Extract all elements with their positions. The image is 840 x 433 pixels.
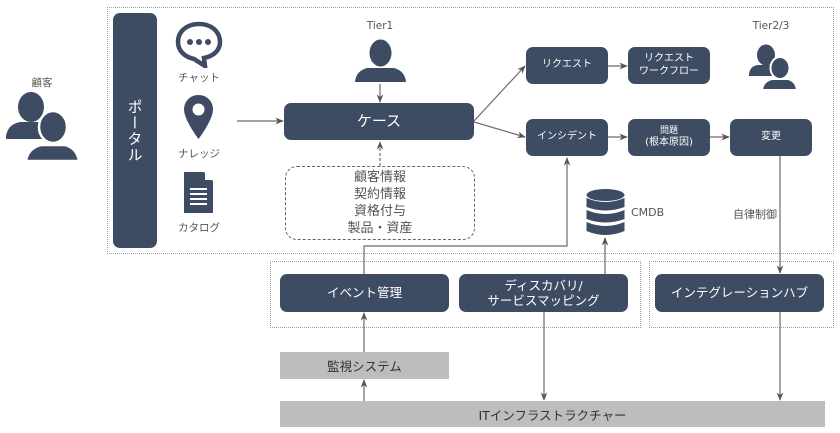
chat-bubble-icon[interactable] — [175, 21, 223, 68]
event-management-node[interactable]: イベント管理 — [280, 274, 449, 312]
request-workflow-line2: ワークフロー — [639, 65, 699, 77]
channel-knowledge-label: ナレッジ — [178, 148, 220, 160]
discovery-node[interactable]: ディスカバリ/ サービスマッピング — [459, 274, 628, 312]
discovery-line2: サービスマッピング — [487, 293, 600, 308]
case-node[interactable]: ケース — [284, 103, 474, 140]
tier1-user-icon — [355, 39, 406, 82]
request-workflow-line1: リクエスト — [644, 53, 694, 64]
case-info-item: 契約情報 — [353, 187, 406, 202]
autonomous-control-label: 自律制御 — [733, 208, 777, 221]
request-node[interactable]: リクエスト — [526, 47, 608, 84]
case-info-box: 顧客情報 契約情報 資格付与 製品・資産 — [285, 166, 475, 240]
customer-label: 顧客 — [31, 77, 53, 89]
tier23-label: Tier2/3 — [752, 20, 790, 32]
incident-node[interactable]: インシデント — [526, 119, 608, 156]
customer-users-icon — [6, 92, 80, 163]
map-pin-icon[interactable] — [183, 94, 214, 140]
integration-group — [649, 261, 834, 328]
portal-label: ポータル — [125, 98, 144, 163]
problem-line2: (根本原因) — [645, 136, 693, 148]
tier23-users-icon — [749, 44, 797, 91]
problem-line1: 問題 — [659, 125, 678, 136]
request-workflow-node[interactable]: リクエスト ワークフロー — [628, 47, 710, 84]
channel-chat-label: チャット — [178, 72, 220, 84]
case-info-item: 資格付与 — [353, 204, 406, 219]
problem-node[interactable]: 問題 (根本原因) — [628, 119, 710, 156]
integration-hub-node[interactable]: インテグレーションハブ — [655, 274, 824, 312]
database-icon[interactable] — [586, 189, 625, 237]
change-node[interactable]: 変更 — [730, 119, 812, 156]
monitoring-system-box[interactable]: 監視システム — [280, 352, 449, 379]
portal-bar[interactable]: ポータル — [113, 13, 157, 248]
channel-catalog-label: カタログ — [178, 222, 220, 234]
case-info-item: 顧客情報 — [353, 170, 406, 185]
discovery-line1: ディスカバリ/ — [504, 278, 583, 293]
case-info-item: 製品・資産 — [347, 221, 413, 236]
tier1-label: Tier1 — [366, 20, 394, 32]
it-infrastructure-bar[interactable]: ITインフラストラクチャー — [280, 401, 825, 427]
cmdb-label: CMDB — [631, 206, 665, 219]
document-icon[interactable] — [183, 171, 214, 214]
